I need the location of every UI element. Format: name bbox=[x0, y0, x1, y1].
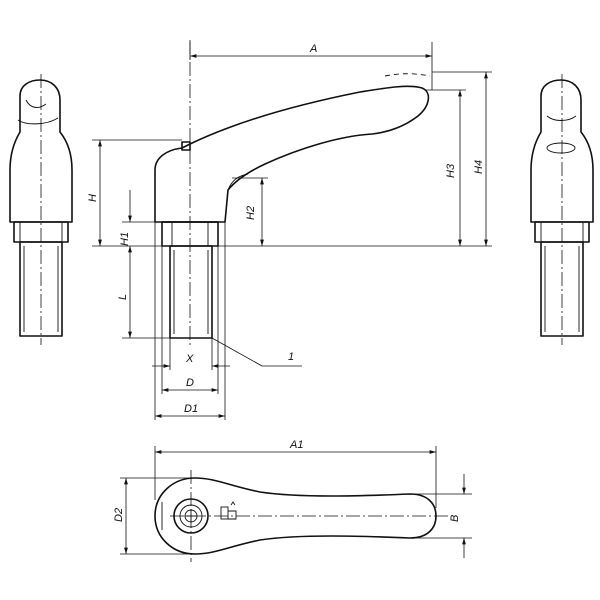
top-view bbox=[154, 470, 450, 562]
dim-label-B: B bbox=[449, 515, 461, 522]
dim-label-D: D bbox=[186, 377, 194, 389]
dim-label-H4: H4 bbox=[473, 160, 485, 174]
dim-label-D2: D2 bbox=[113, 508, 125, 522]
callout-label-1: 1 bbox=[288, 351, 294, 363]
dim-label-H: H bbox=[87, 194, 99, 202]
dim-label-H2: H2 bbox=[245, 206, 257, 220]
front-dimensions: A H H1 L H2 H3 H4 bbox=[87, 42, 492, 420]
dim-label-H3: H3 bbox=[445, 163, 457, 178]
top-view-dimensions: A1 D2 B bbox=[113, 439, 472, 558]
right-side-view bbox=[530, 74, 594, 345]
dim-label-D1: D1 bbox=[184, 403, 198, 415]
front-view bbox=[154, 40, 431, 348]
dim-label-H1: H1 bbox=[119, 232, 131, 246]
dim-label-L: L bbox=[117, 294, 129, 300]
dim-label-A: A bbox=[309, 43, 317, 55]
clamp-symbol-icon bbox=[220, 501, 237, 520]
left-side-view bbox=[9, 74, 73, 345]
dim-label-A1: A1 bbox=[289, 439, 303, 451]
dim-label-X: X bbox=[185, 353, 194, 365]
